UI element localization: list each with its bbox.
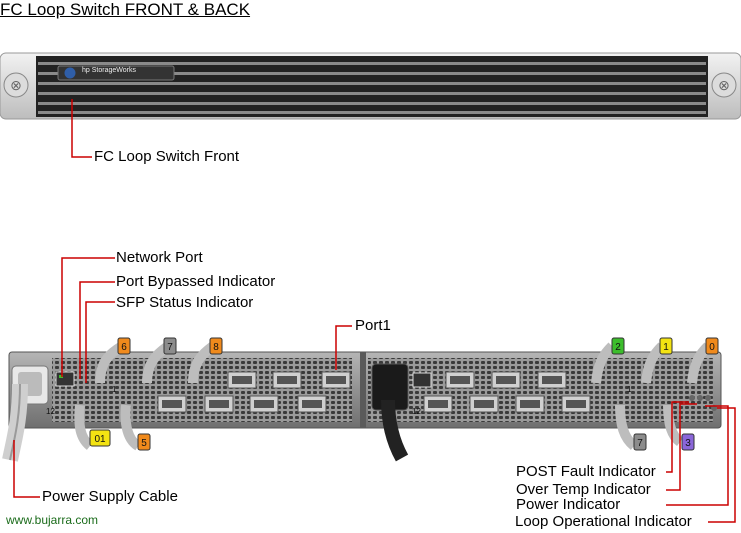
svg-text:⊗: ⊗ [10, 77, 22, 93]
sfp-port-slot [450, 376, 470, 384]
cable-tag-label: 5 [141, 438, 147, 449]
post-fault-led [689, 395, 695, 401]
sfp-port-slot [496, 376, 516, 384]
post-fault-callout-line [666, 401, 689, 473]
page-title: FC Loop Switch FRONT & BACK [0, 0, 251, 19]
sfp-port-slot [326, 376, 346, 384]
switch-front: ⊗ ⊗ [0, 52, 741, 120]
cable-tag-label: 0 [709, 342, 715, 353]
power-cable-label: Power Supply Cable [42, 488, 178, 505]
cable-tag [163, 337, 177, 355]
site-credit: www.bujarra.com [6, 513, 99, 527]
front-callout-label: FC Loop Switch Front [94, 148, 240, 165]
sfp-port-slot [209, 400, 229, 408]
port-bypassed-callout-line [79, 281, 115, 379]
cable-tag-label: 6 [121, 342, 127, 353]
cable-tag [633, 433, 647, 451]
network-port-callout-line [61, 257, 115, 377]
network-port-left [55, 371, 75, 387]
cable-tag [137, 433, 151, 451]
callout-lines [13, 257, 736, 523]
power-supply-cable [2, 383, 409, 462]
power-cable-callout-line [13, 440, 40, 498]
hp-logo-icon [64, 67, 76, 79]
cable-tag [611, 337, 625, 355]
cable-tag [659, 337, 673, 355]
cable-tag-label: 8 [213, 342, 219, 353]
port-number-label: 12 [412, 407, 421, 416]
cable-tag-group: 6 7 8 01 5 2 1 0 7 3 [89, 337, 719, 451]
power-led [705, 395, 711, 401]
cable-tag-label: 1 [663, 342, 669, 353]
over-temp-callout-line [666, 403, 697, 491]
cable-tag-label: 7 [167, 342, 173, 353]
port-number-label: 12 [46, 407, 55, 416]
cable-tag [681, 433, 695, 451]
post-fault-label: POST Fault Indicator [516, 463, 656, 480]
sfp-port-slot [520, 400, 540, 408]
sfp-port-slot [254, 400, 274, 408]
over-temp-led [697, 395, 703, 401]
port-number-label: 1 [627, 385, 632, 394]
svg-text:⊗: ⊗ [718, 77, 730, 93]
sfp-port-slot [302, 400, 322, 408]
cable-tag-label: 7 [637, 438, 643, 449]
port1-callout-line [335, 325, 352, 370]
sfp-port-slot [428, 400, 448, 408]
port-bypassed-label: Port Bypassed Indicator [116, 273, 276, 290]
sfp-port-group: 12 1 12 1 [46, 371, 632, 416]
sfp-status-callout-line [85, 301, 115, 383]
sfp-status-label: SFP Status Indicator [116, 294, 254, 311]
cable-tag-label: 3 [685, 438, 691, 449]
loop-operational-label: Loop Operational Indicator [515, 513, 692, 530]
sfp-port-slot [542, 376, 562, 384]
cable-tag [209, 337, 223, 355]
power-indicator-label: Power Indicator [516, 496, 621, 513]
cable-tag-label: 2 [615, 342, 621, 353]
network-port-label: Network Port [116, 249, 203, 266]
sfp-port-slot [162, 400, 182, 408]
sfp-port-slot [232, 376, 252, 384]
cable-tag [117, 337, 131, 355]
loop-operational-callout-line [708, 407, 736, 523]
cable-tag [705, 337, 719, 355]
power-indicator-callout-line [666, 405, 729, 506]
brand-label: hp StorageWorks [82, 67, 136, 74]
sfp-port-slot [277, 376, 297, 384]
network-port-right [412, 372, 432, 388]
port1-label: Port1 [355, 317, 391, 334]
port-number-label: 1 [112, 385, 117, 394]
sfp-port-slot [474, 400, 494, 408]
over-temp-label: Over Temp Indicator [516, 481, 651, 498]
cable-tag-label: 01 [94, 434, 106, 445]
sfp-port-slot [566, 400, 586, 408]
cable-tag [89, 429, 111, 447]
front-callout-line [71, 99, 92, 158]
